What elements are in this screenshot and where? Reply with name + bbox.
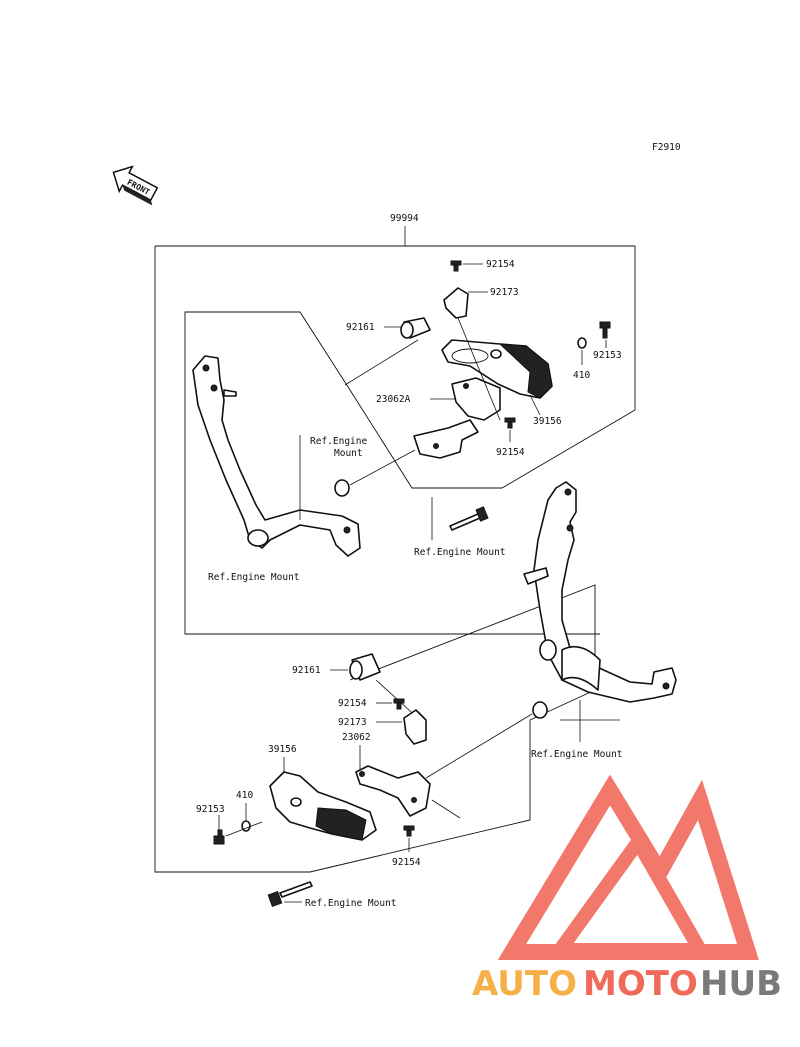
label-92154-bot1: 92154 [338,698,367,709]
label-23062-bot: 23062 [342,732,371,743]
upper-bracket-23062a [413,377,501,459]
ref-engine-mount-1: Ref.Engine [310,436,367,447]
label-410-top: 410 [573,370,590,381]
upper-long-bolt [449,506,489,531]
lower-long-bolt [267,881,313,907]
ref-engine-mount-1b: Mount [334,448,363,459]
ref-engine-mount-4: Ref.Engine Mount [531,749,623,760]
lower-kit-outline [154,246,596,873]
lower-screw-92154-a [393,698,405,710]
logo-moto: MOTO [583,964,698,1004]
label-39156-top: 39156 [533,416,562,427]
lower-bolt-92153 [213,829,225,845]
lower-screw-92154-b [403,825,415,837]
label-92161-bot: 92161 [292,665,321,676]
ref-engine-mount-5: Ref.Engine Mount [305,898,397,909]
label-92153-bot: 92153 [196,804,225,815]
upper-collar-small [334,479,350,497]
upper-slider-39156 [441,339,553,399]
lower-bracket-23062 [355,765,431,817]
ref-engine-mount-3: Ref.Engine Mount [414,547,506,558]
upper-frame-slider-bar [192,355,361,557]
upper-screw-92154 [450,260,462,272]
front-arrow-icon: FRONT [112,165,159,206]
logo-hub: HUB [700,964,782,1004]
lower-frame-slider-bar [523,481,677,703]
ref-engine-mount-2: Ref.Engine Mount [208,572,300,583]
lower-washer-410 [241,820,251,832]
label-92154-top: 92154 [486,259,515,270]
label-92154-mid: 92154 [496,447,525,458]
upper-bolt-92153 [599,321,611,339]
logo-auto: AUTO [472,964,577,1004]
label-92154-bot2: 92154 [392,857,421,868]
upper-clip-92173 [443,287,469,319]
label-23062a: 23062A [376,394,411,405]
label-39156-bot: 39156 [268,744,297,755]
automotohub-logo [497,774,759,960]
lower-collar-92161 [349,653,381,681]
figure-code: F2910 [652,142,681,153]
label-410-bot: 410 [236,790,253,801]
label-92173-bot: 92173 [338,717,367,728]
label-92153-top: 92153 [593,350,622,361]
upper-washer-410 [577,337,587,349]
label-92173-top: 92173 [490,287,519,298]
lower-collar-small [532,701,548,719]
upper-kit-outline [155,245,636,635]
upper-collar-92161 [400,317,431,339]
kit-number: 99994 [390,213,419,224]
lower-clip-92173 [403,709,427,745]
lower-slider-39156 [269,771,377,841]
mid-screw-92154 [504,417,516,429]
label-92161-top: 92161 [346,322,375,333]
